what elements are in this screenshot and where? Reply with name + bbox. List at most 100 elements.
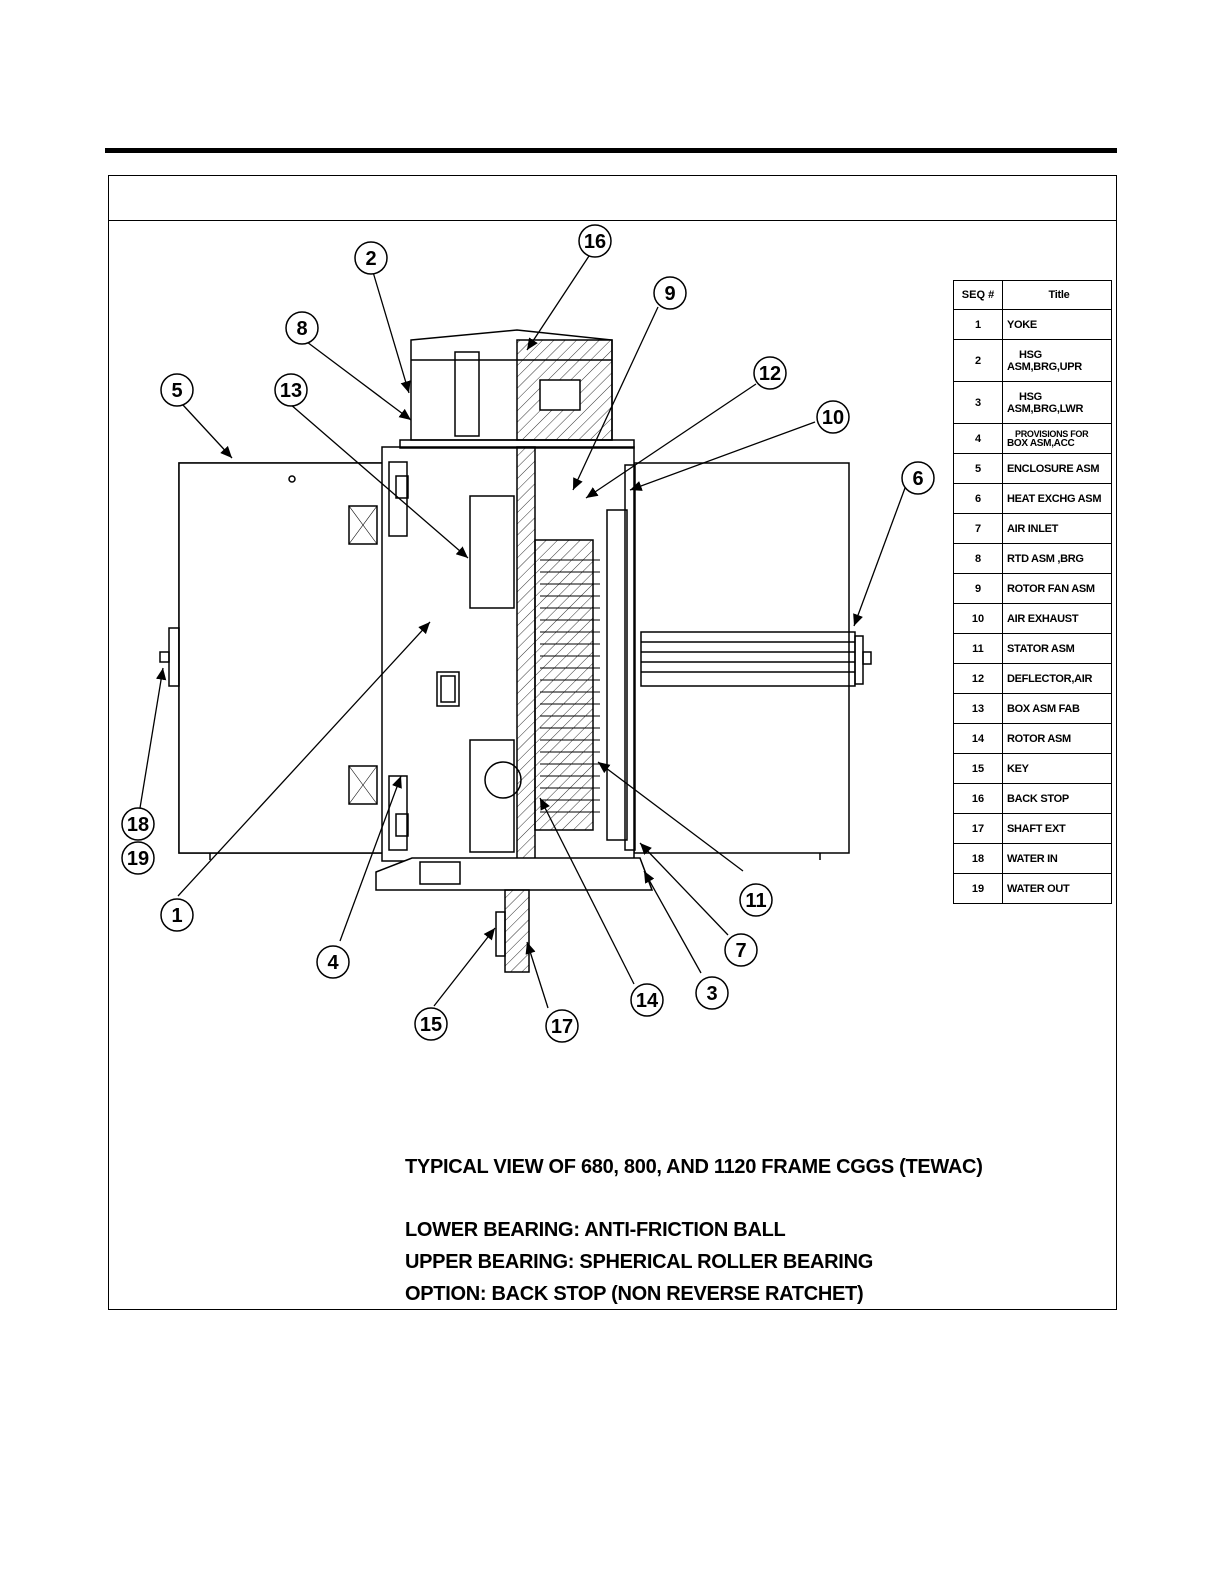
upper-bearing-housing	[399, 329, 635, 449]
parts-table-header-row: SEQ # Title	[953, 280, 1112, 310]
seq-cell: 19	[953, 873, 1003, 904]
title-cell: WATER IN	[1002, 843, 1112, 874]
callout-label-18: 18	[127, 814, 149, 836]
title-cell: HEAT EXCHG ASM	[1002, 483, 1112, 514]
title-cell: BACK STOP	[1002, 783, 1112, 814]
stator-laminations	[540, 559, 600, 813]
table-row: 3 HSG ASM,BRG,LWR	[953, 381, 1112, 424]
title-cell: YOKE	[1002, 309, 1112, 340]
callout-1	[160, 898, 194, 932]
table-row: 1 YOKE	[953, 309, 1112, 340]
seq-cell: 2	[953, 339, 1003, 382]
seq-cell: 7	[953, 513, 1003, 544]
top-rule	[105, 148, 1117, 153]
callout-2	[354, 241, 388, 275]
motor-body	[381, 446, 636, 862]
callout-label-1: 1	[171, 905, 182, 927]
parts-table-header-title: Title	[1002, 280, 1112, 310]
callout-label-4: 4	[327, 952, 339, 974]
seq-cell: 11	[953, 633, 1003, 664]
seq-cell: 9	[953, 573, 1003, 604]
title-line: ASM,BRG,UPR	[1007, 360, 1082, 373]
title-line: BOX ASM,ACC	[1007, 437, 1075, 449]
title-cell: KEY	[1002, 753, 1112, 784]
callout-label-7: 7	[735, 940, 746, 962]
parts-table-header-seq: SEQ #	[953, 280, 1003, 310]
seq-cell: 3	[953, 381, 1003, 424]
callout-17	[545, 1009, 579, 1043]
callout-label-15: 15	[420, 1014, 442, 1036]
seq-cell: 6	[953, 483, 1003, 514]
callout-label-11: 11	[745, 890, 766, 912]
callout-label-16: 16	[584, 231, 606, 253]
callout-label-13: 13	[280, 380, 302, 402]
seq-cell: 16	[953, 783, 1003, 814]
callout-9	[653, 276, 687, 310]
table-row: 2 HSG ASM,BRG,UPR	[953, 339, 1112, 382]
title-cell: ROTOR ASM	[1002, 723, 1112, 754]
figure-frame	[108, 175, 1117, 1310]
callout-3	[695, 976, 729, 1010]
title-cell: AIR EXHAUST	[1002, 603, 1112, 634]
callout-label-3: 3	[706, 983, 717, 1005]
callout-label-9: 9	[664, 283, 675, 305]
title-cell: HSG ASM,BRG,LWR	[1002, 381, 1112, 424]
title-cell: AIR INLET	[1002, 513, 1112, 544]
enclosure-left-panel	[159, 462, 390, 860]
seq-cell: 12	[953, 663, 1003, 694]
table-row: 4 PROVISIONS FOR BOX ASM,ACC	[953, 423, 1112, 454]
note-option: OPTION: BACK STOP (NON REVERSE RATCHET)	[405, 1283, 864, 1305]
enclosure-right-panel	[633, 462, 872, 860]
callout-label-10: 10	[822, 407, 844, 429]
title-line: PROVISIONS FOR	[1015, 428, 1089, 439]
title-cell: HSG ASM,BRG,UPR	[1002, 339, 1112, 382]
callout-label-19: 19	[127, 848, 149, 870]
seq-cell: 8	[953, 543, 1003, 574]
callout-18	[121, 807, 155, 841]
callout-6	[901, 461, 935, 495]
seq-cell: 18	[953, 843, 1003, 874]
note-lower-bearing: LOWER BEARING: ANTI-FRICTION BALL	[405, 1219, 786, 1241]
title-line: HSG	[1019, 348, 1042, 361]
figure-caption-title: TYPICAL VIEW OF 680, 800, AND 1120 FRAME…	[405, 1156, 983, 1178]
callout-label-5: 5	[171, 380, 182, 402]
callout-bubbles	[121, 224, 935, 1043]
note-upper-bearing: UPPER BEARING: SPHERICAL ROLLER BEARING	[405, 1251, 873, 1273]
callout-12	[753, 356, 787, 390]
callout-11	[739, 883, 773, 917]
callout-10	[816, 400, 850, 434]
seq-cell: 1	[953, 309, 1003, 340]
title-line: HSG	[1019, 390, 1042, 403]
callout-7	[724, 933, 758, 967]
callout-label-14: 14	[636, 990, 659, 1012]
callout-15	[414, 1007, 448, 1041]
title-cell: WATER OUT	[1002, 873, 1112, 904]
title-cell: RTD ASM ,BRG	[1002, 543, 1112, 574]
callout-label-6: 6	[912, 468, 923, 490]
frame-header-divider	[109, 220, 1116, 221]
callout-13	[274, 373, 308, 407]
leader-lines	[139, 255, 906, 1009]
seq-cell: 10	[953, 603, 1003, 634]
parts-table: SEQ # Title 1 YOKE 2 HSG ASM,BRG,UPR 3 H…	[953, 280, 1112, 904]
title-cell: STATOR ASM	[1002, 633, 1112, 664]
title-cell: SHAFT EXT	[1002, 813, 1112, 844]
lower-bearing-housing	[375, 857, 654, 973]
callout-14	[630, 983, 664, 1017]
callout-16	[578, 224, 612, 258]
title-cell: ENCLOSURE ASM	[1002, 453, 1112, 484]
seq-cell: 15	[953, 753, 1003, 784]
